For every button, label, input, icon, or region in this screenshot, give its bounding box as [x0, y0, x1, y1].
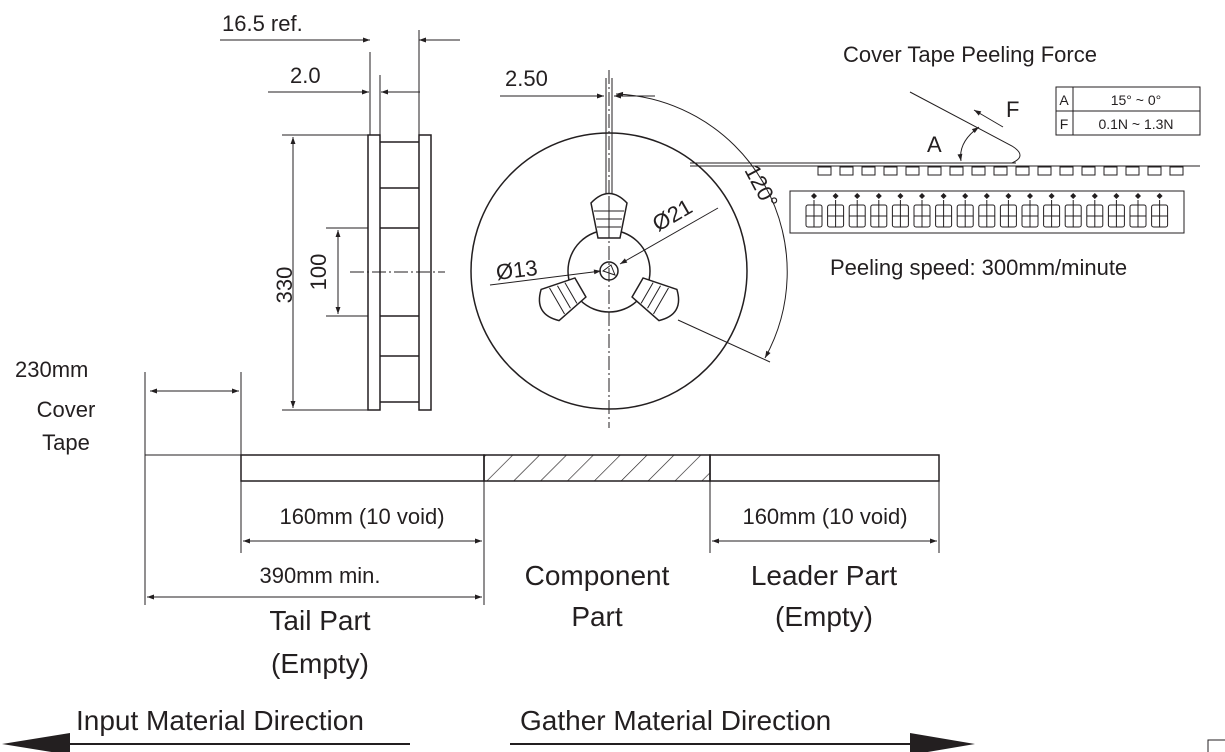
carrier-cell — [1107, 193, 1125, 228]
force-arrow — [973, 109, 1004, 128]
dim-330: 330 — [272, 134, 368, 411]
tape-pocket — [949, 166, 964, 176]
reel-window-left — [538, 277, 587, 322]
carrier-cell — [1043, 193, 1061, 228]
tape-pocket — [971, 166, 986, 176]
direction-arrows: Input Material Direction Gather Material… — [2, 705, 975, 752]
dim-2-0-label: 2.0 — [290, 63, 321, 88]
carrier-tape — [789, 190, 1185, 234]
tail-part-label-2: (Empty) — [271, 648, 369, 679]
carrier-cell — [891, 193, 909, 228]
carrier-cell — [978, 193, 996, 228]
tape-pocket — [993, 166, 1008, 176]
carrier-cell — [935, 193, 953, 228]
tail-min-length: 390mm min. — [259, 563, 380, 588]
carrier-cell — [870, 193, 888, 228]
peeling-angle-label: A — [927, 132, 942, 157]
tape-pocket — [927, 166, 942, 176]
carrier-cell — [999, 193, 1017, 228]
tape-pocket — [839, 166, 854, 176]
reel-window-right — [631, 277, 680, 322]
dim-120-degree: 120° — [615, 91, 788, 363]
tape-layout: 230mm Cover Tape 160mm (10 void) 160mm (… — [15, 357, 940, 679]
tail-section — [240, 454, 485, 482]
carrier-cell — [827, 193, 845, 228]
dim-120-label: 120° — [740, 161, 783, 213]
angle-arc — [957, 126, 980, 162]
tape-pocket — [861, 166, 876, 176]
reel-side-view — [350, 30, 445, 411]
carrier-cell — [1129, 193, 1147, 228]
dim-2-0: 2.0 — [268, 63, 420, 95]
peeled-tape — [909, 91, 1021, 164]
tape-pocket — [1147, 166, 1162, 176]
carrier-cell — [913, 193, 931, 228]
dim-330-label: 330 — [272, 267, 297, 304]
cover-tape-label-2: Tape — [42, 430, 90, 455]
input-direction-label: Input Material Direction — [76, 705, 364, 736]
carrier-cell — [1086, 193, 1104, 228]
peeling-force-label: F — [1006, 97, 1019, 122]
tape-pocket — [1015, 166, 1030, 176]
tape-pocket — [1059, 166, 1074, 176]
component-part-label-2: Part — [571, 601, 623, 632]
peeling-detail: Cover Tape Peeling Force A 15° ~ 0° F 0.… — [690, 42, 1201, 280]
carrier-cell — [1064, 193, 1082, 228]
tape-pocket — [883, 166, 898, 176]
tape-pocket — [1037, 166, 1052, 176]
peeling-table-value-a: 15° ~ 0° — [1111, 92, 1162, 108]
dim-dia-21: Ø21 — [619, 194, 719, 265]
dim-100-label: 100 — [306, 254, 331, 291]
cover-tape-length: 230mm — [15, 357, 88, 382]
dim-dia-13: Ø13 — [489, 255, 602, 286]
carrier-cell — [956, 193, 974, 228]
peeling-table-key-a: A — [1059, 92, 1069, 108]
dim-16-5-ref-label: 16.5 ref. — [222, 11, 303, 36]
leader-part-label-2: (Empty) — [775, 601, 873, 632]
corner-frame-mark — [1207, 739, 1225, 752]
tail-void-length: 160mm (10 void) — [279, 504, 444, 529]
tape-pockets-row — [690, 165, 1200, 176]
component-section — [483, 454, 711, 482]
peeling-table: A 15° ~ 0° F 0.1N ~ 1.3N — [1055, 86, 1201, 136]
cover-tape-label-1: Cover — [37, 397, 96, 422]
dim-2-50-label: 2.50 — [505, 66, 548, 91]
carrier-cell — [1021, 193, 1039, 228]
tape-pocket — [1103, 166, 1118, 176]
leader-void-length: 160mm (10 void) — [742, 504, 907, 529]
peeling-table-value-f: 0.1N ~ 1.3N — [1098, 116, 1173, 132]
carrier-cell — [805, 193, 823, 228]
tail-part-label-1: Tail Part — [269, 605, 370, 636]
reel-window-top — [590, 192, 628, 239]
carrier-cell — [1151, 193, 1169, 228]
input-direction-arrowhead — [2, 733, 70, 752]
component-part-label-1: Component — [525, 560, 670, 591]
peeling-title: Cover Tape Peeling Force — [843, 42, 1097, 67]
dim-dia-21-label: Ø21 — [648, 194, 697, 236]
tape-pocket — [1081, 166, 1096, 176]
gather-direction-label: Gather Material Direction — [520, 705, 831, 736]
dim-16-5-ref: 16.5 ref. — [220, 11, 460, 43]
gather-direction-arrowhead — [910, 733, 975, 752]
peeling-table-key-f: F — [1060, 116, 1069, 132]
leader-section — [709, 454, 940, 482]
dim-dia-13-label: Ø13 — [495, 255, 539, 285]
tape-pocket — [1125, 166, 1140, 176]
leader-part-label-1: Leader Part — [751, 560, 898, 591]
dim-100: 100 — [306, 227, 368, 317]
tape-pocket — [817, 166, 832, 176]
reel-front-view — [470, 70, 748, 428]
peeling-speed: Peeling speed: 300mm/minute — [830, 255, 1127, 280]
carrier-cell — [848, 193, 866, 228]
tape-pocket — [905, 166, 920, 176]
carrier-tape-cells — [805, 193, 1169, 228]
dim-2-50: 2.50 — [500, 66, 655, 99]
tape-pocket — [1169, 166, 1184, 176]
